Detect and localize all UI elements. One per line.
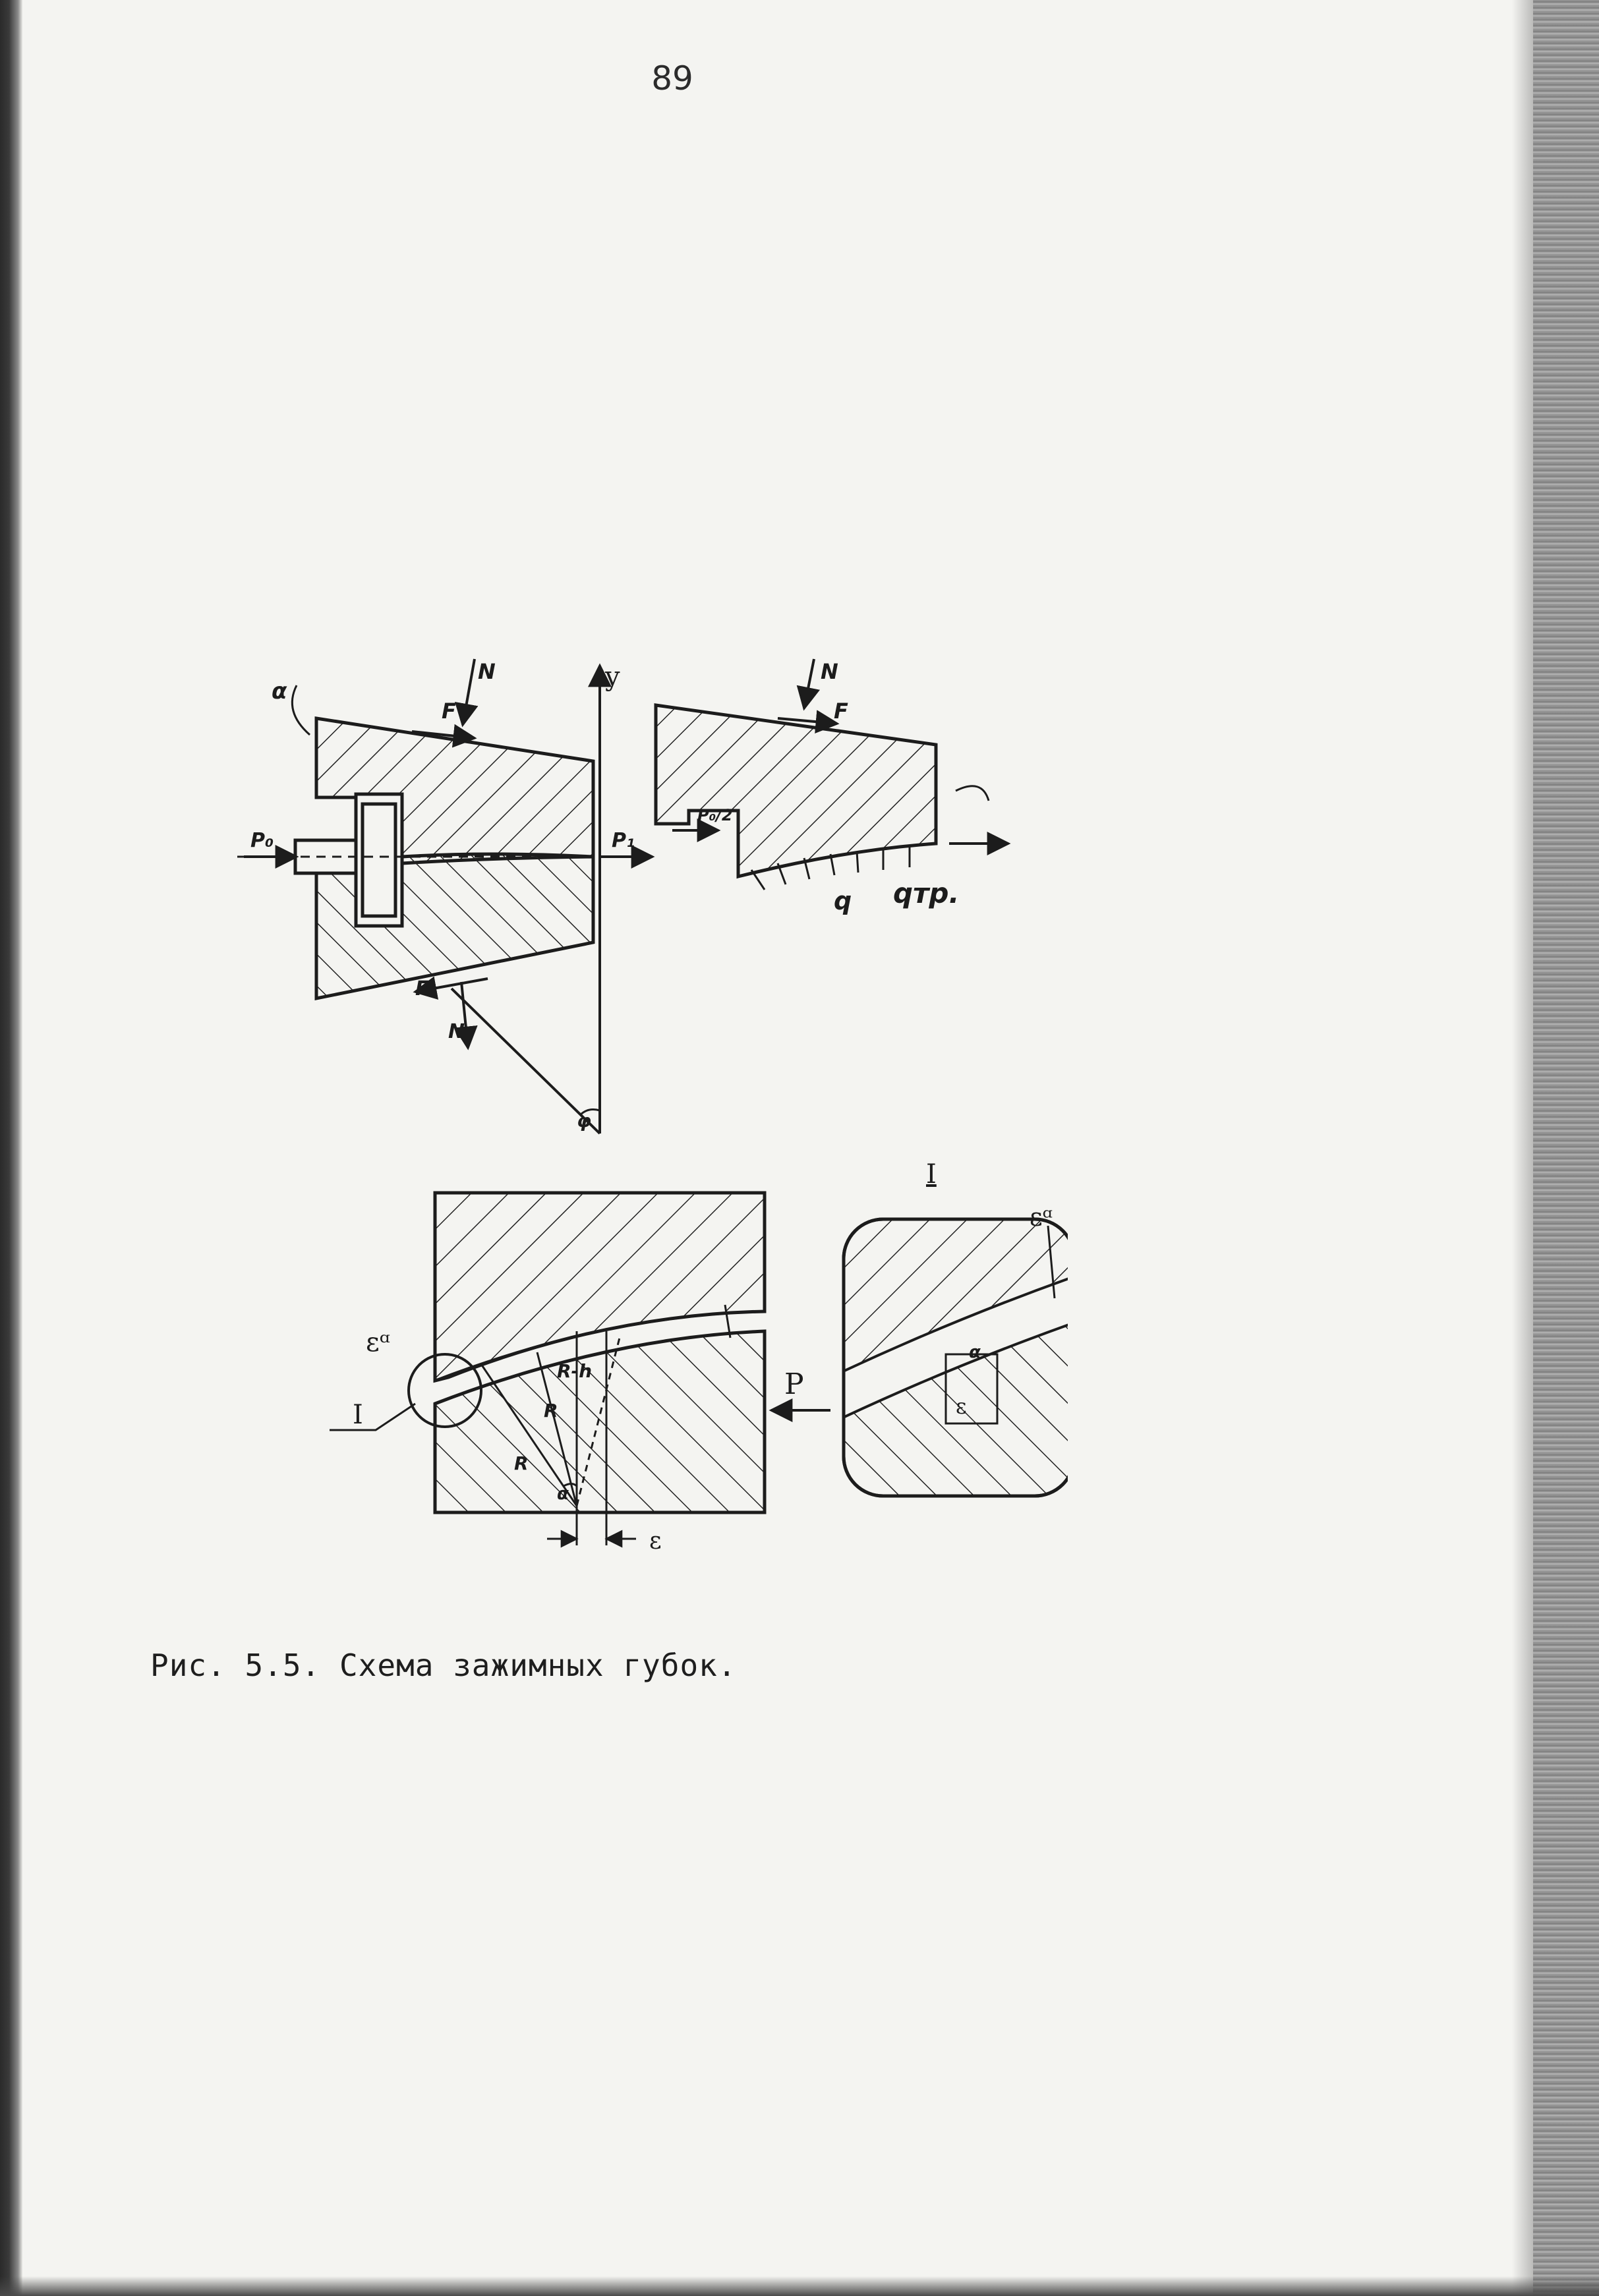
- scan-shadow-right: [1512, 0, 1599, 2296]
- label-N-bottom-left: N: [448, 1020, 465, 1043]
- clamping-jaws-diagram: α N F y P₀ P₁ F N φ N F P₀/2 q qтр. εᵅ I…: [237, 658, 1068, 1555]
- label-epsilon-alpha-right: εᵅ: [1030, 1203, 1053, 1232]
- label-F-top-left: F: [442, 699, 456, 724]
- label-N-top-left: N: [478, 659, 496, 684]
- label-q: q: [834, 886, 852, 915]
- label-q-friction: qтр.: [893, 877, 959, 909]
- label-P-force: P: [784, 1367, 804, 1401]
- clamping-jaws-figure: α N F y P₀ P₁ F N φ N F P₀/2 q qтр. εᵅ I…: [198, 646, 1068, 1568]
- figure-caption: Рис. 5.5. Схема зажимных губок.: [150, 1648, 737, 1683]
- label-detail-mark-left: I: [353, 1400, 363, 1430]
- label-R-lower: R: [514, 1452, 529, 1474]
- label-y-axis: y: [604, 662, 620, 692]
- scan-shadow-left: [0, 0, 22, 2296]
- label-F-bottom-left: F: [415, 977, 429, 1000]
- label-F-top-right: F: [834, 699, 848, 724]
- label-R-upper: R: [544, 1400, 558, 1421]
- jaw-free-body-right: [654, 658, 1011, 890]
- jaw-pair-bottom: [330, 1191, 830, 1548]
- page-number: 89: [651, 59, 693, 98]
- label-phi: φ: [577, 1110, 591, 1132]
- label-epsilon-detail: ε: [956, 1394, 967, 1419]
- label-N-top-right: N: [821, 659, 838, 684]
- label-epsilon-bottom: ε: [649, 1528, 662, 1555]
- label-P0-half: P₀/2: [697, 806, 733, 824]
- label-R-minus-h: R-h: [557, 1360, 592, 1382]
- detail-I: [842, 1217, 1068, 1498]
- jaw-assembly-left: [237, 658, 655, 1135]
- label-P0: P₀: [250, 829, 274, 852]
- label-alpha-bottom: α: [557, 1484, 569, 1504]
- label-epsilon-alpha-left: εᵅ: [366, 1327, 390, 1358]
- label-alpha-top: α: [272, 678, 287, 704]
- label-detail-title: I: [926, 1159, 937, 1190]
- label-P1: P₁: [612, 829, 635, 852]
- scan-shadow-bottom: [0, 2276, 1599, 2296]
- label-alpha-detail: α: [969, 1342, 981, 1362]
